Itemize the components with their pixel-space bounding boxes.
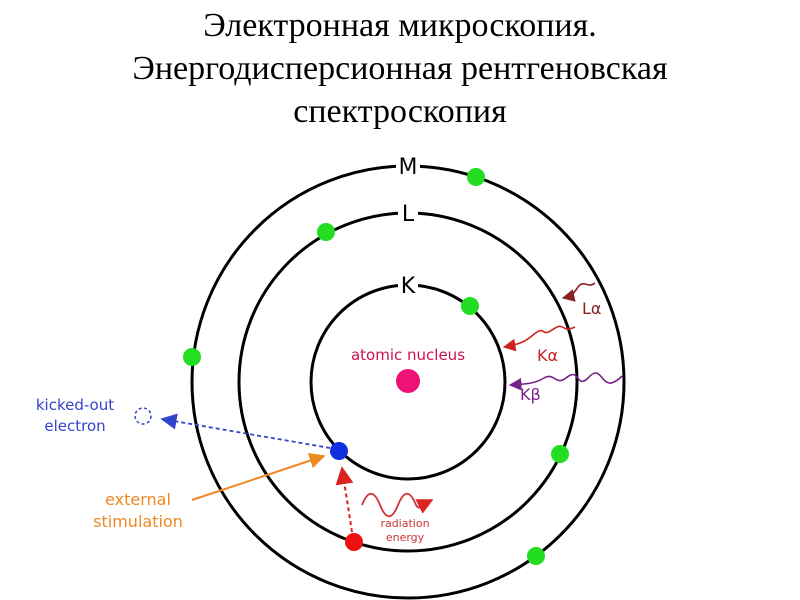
radiation-label-line2: energy — [386, 531, 425, 544]
electron-m-shell — [467, 168, 485, 186]
external-stimulation-arrow — [191, 452, 326, 501]
transition-arrow — [335, 466, 354, 533]
radiation-label-line1: radiation — [380, 517, 429, 530]
electron-m-shell — [527, 547, 545, 565]
k-beta-label: Kβ — [520, 385, 541, 404]
external-stimulation-label-line2: stimulation — [93, 512, 183, 531]
l-alpha-label: Lα — [582, 299, 601, 318]
ejection-arrow — [160, 413, 331, 449]
title-line-3: спектроскопия — [293, 93, 507, 130]
k-alpha-label: Kα — [537, 346, 558, 365]
radiation-energy-wave — [361, 492, 434, 518]
title-line-2: Энергодисперсионная рентгеновская — [132, 50, 668, 87]
electron-l-shell — [551, 445, 569, 463]
kicked-out-label-line2: electron — [44, 417, 105, 435]
shell-label-k: K — [401, 274, 416, 299]
incoming-electron — [345, 533, 363, 551]
title-line-1: Электронная микроскопия. — [203, 7, 597, 44]
shell-label-l: L — [402, 202, 415, 227]
electron-m-shell — [183, 348, 201, 366]
kicked-out-electron — [134, 407, 152, 425]
k-alpha-wave — [502, 325, 576, 352]
page-title: Электронная микроскопия. Энергодисперсио… — [0, 4, 800, 133]
shell-label-m: M — [399, 155, 418, 180]
nucleus-label: atomic nucleus — [351, 346, 465, 364]
electron-k-shell — [461, 297, 479, 315]
k-beta-wave — [508, 372, 623, 391]
vacancy-electron — [330, 442, 348, 460]
kicked-out-label-line1: kicked-out — [36, 396, 114, 414]
electron-l-shell — [317, 223, 335, 241]
l-alpha-wave — [561, 282, 596, 302]
external-stimulation-label-line1: external — [105, 490, 171, 509]
atomic-nucleus — [396, 369, 420, 393]
